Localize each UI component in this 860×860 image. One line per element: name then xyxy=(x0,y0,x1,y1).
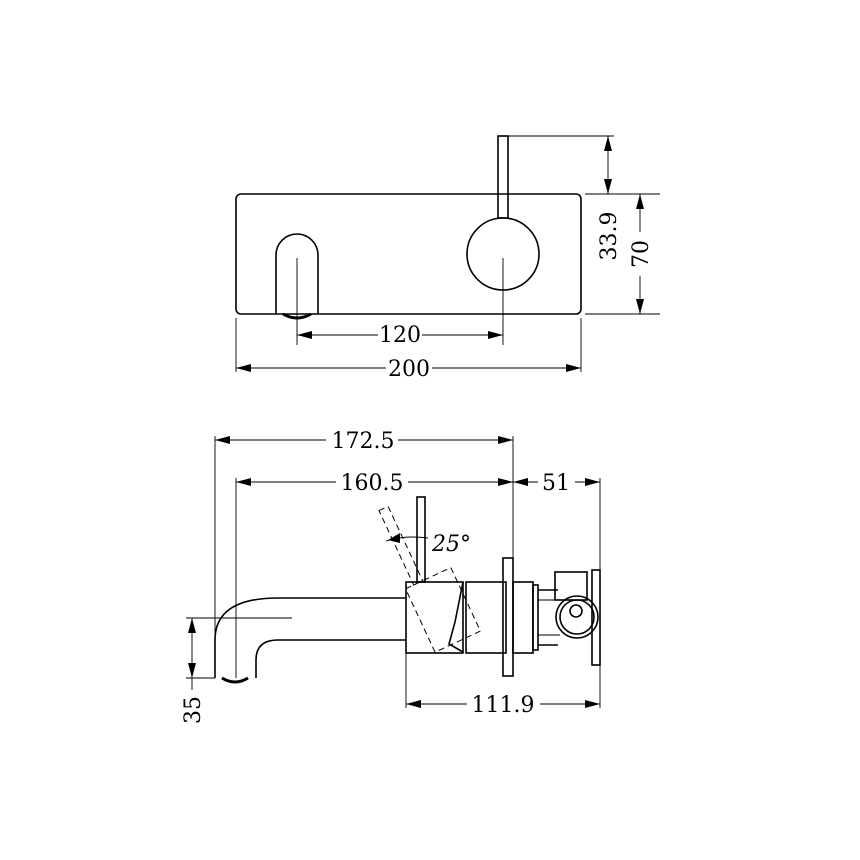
dim-70: 70 xyxy=(629,240,654,268)
dim-51: 51 xyxy=(542,471,570,496)
spout-outlet xyxy=(275,233,319,314)
wall-plate xyxy=(235,193,582,315)
dim-33-9: 33.9 xyxy=(597,212,622,261)
spout-upper xyxy=(214,597,406,678)
body-sleeve xyxy=(465,581,507,654)
side-lever xyxy=(416,496,426,583)
dim-172-5: 172.5 xyxy=(332,429,395,454)
dim-160-5: 160.5 xyxy=(341,471,404,496)
wall-flange xyxy=(502,557,514,677)
dim-111-9: 111.9 xyxy=(472,693,535,718)
dim-25-deg: 25° xyxy=(431,532,471,557)
dim-35: 35 xyxy=(181,696,206,724)
spout-lower xyxy=(255,639,406,678)
lever xyxy=(497,135,509,219)
dim-120: 120 xyxy=(379,323,421,348)
valve-ring xyxy=(555,595,599,639)
dim-200: 200 xyxy=(388,357,430,382)
front-view: 120 200 33.9 70 xyxy=(235,135,660,382)
mixer-body xyxy=(405,581,464,654)
side-view: 25° 172.5 160.5 51 xyxy=(181,429,601,724)
